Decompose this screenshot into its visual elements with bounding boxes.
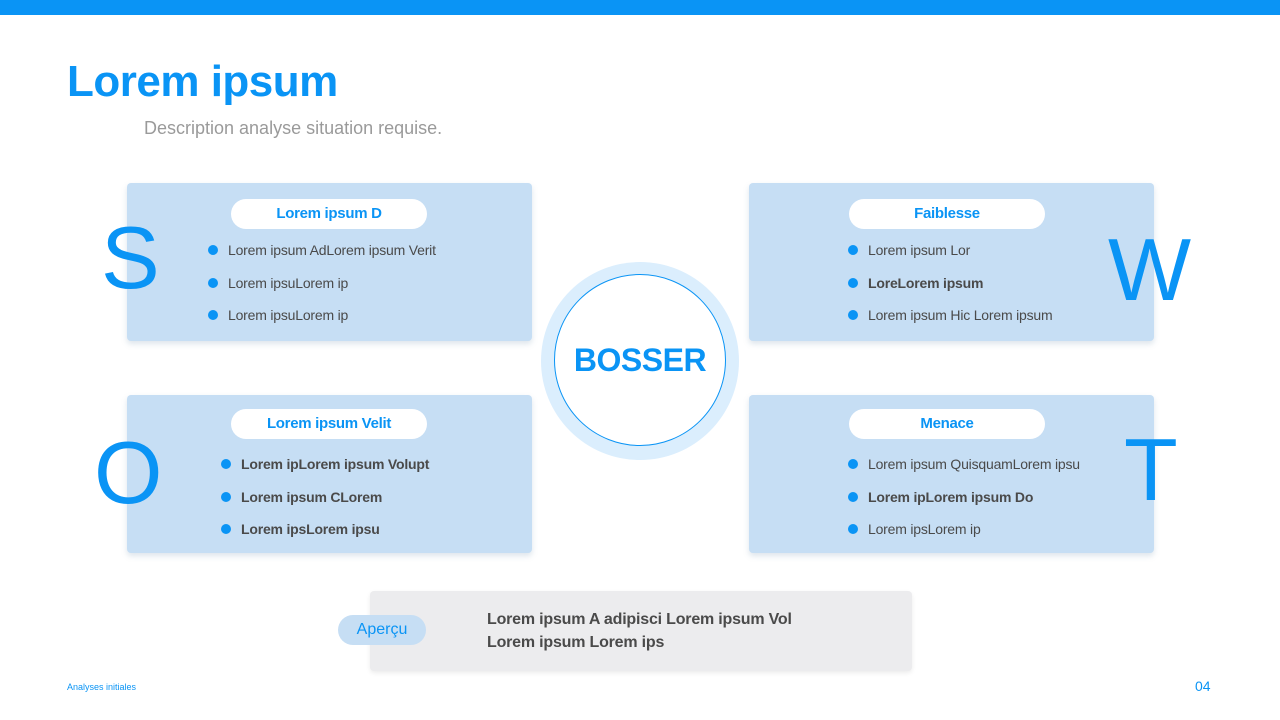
threats-card: Menace Lorem ipsum QuisquamLorem ipsu Lo… — [749, 395, 1154, 553]
weaknesses-list: Lorem ipsum Lor LoreLorem ipsum Lorem ip… — [848, 240, 1053, 338]
bullet-dot-icon — [848, 459, 858, 469]
list-item: Lorem ipLorem ipsum Do — [848, 487, 1080, 520]
list-item: Lorem ipsum QuisquamLorem ipsu — [848, 454, 1080, 487]
opportunities-list: Lorem ipLorem ipsum Volupt Lorem ipsum C… — [221, 454, 429, 552]
bullet-dot-icon — [208, 277, 218, 288]
weaknesses-header: Faiblesse — [849, 199, 1045, 229]
slide-title: Lorem ipsum — [67, 57, 338, 106]
opportunities-letter: O — [94, 423, 163, 522]
strengths-header: Lorem ipsum D — [231, 199, 427, 229]
threats-list: Lorem ipsum QuisquamLorem ipsu Lorem ipL… — [848, 454, 1080, 552]
list-item: Lorem ipLorem ipsum Volupt — [221, 454, 429, 487]
list-item: Lorem ipsum Lor — [848, 240, 1052, 273]
bullet-dot-icon — [208, 310, 218, 320]
opportunities-card: Lorem ipsum Velit Lorem ipLorem ipsum Vo… — [127, 395, 532, 553]
list-item: LoreLorem ipsum — [848, 273, 1052, 306]
footer-section-label: Analyses initiales — [67, 682, 137, 692]
center-label: BOSSER — [573, 342, 707, 378]
list-item: Lorem ipsLorem ip — [848, 519, 1080, 552]
threats-letter: T — [1124, 420, 1178, 519]
list-item: Lorem ipsuLorem ip — [208, 305, 436, 338]
bullet-dot-icon — [848, 310, 858, 320]
bullet-dot-icon — [848, 245, 858, 255]
weaknesses-letter: W — [1108, 220, 1192, 319]
list-item: Lorem ipsLorem ipsu — [221, 519, 429, 552]
strengths-list: Lorem ipsum AdLorem ipsum Verit Lorem ip… — [208, 240, 436, 338]
opportunities-header: Lorem ipsum Velit — [231, 409, 427, 439]
bullet-dot-icon — [848, 491, 858, 502]
overview-tag: Aperçu — [338, 615, 426, 645]
overview-box — [370, 591, 912, 671]
overview-line: Lorem ipsum Lorem ips — [487, 634, 665, 651]
overview-line: Lorem ipsum A adipisci Lorem ipsum Vol — [487, 611, 792, 628]
list-item: Lorem ipsum CLorem — [221, 487, 429, 520]
bullet-dot-icon — [848, 524, 858, 534]
bullet-dot-icon — [221, 491, 231, 502]
bullet-dot-icon — [208, 245, 218, 255]
list-item: Lorem ipsuLorem ip — [208, 273, 436, 306]
list-item: Lorem ipsum Hic Lorem ipsum — [848, 305, 1053, 338]
bullet-dot-icon — [221, 459, 231, 469]
page-number: 04 — [1195, 678, 1211, 694]
slide-subtitle: Description analyse situation requise. — [144, 118, 443, 138]
bullet-dot-icon — [848, 277, 858, 288]
overview-text: Lorem ipsum A adipisci Lorem ipsum Vol L… — [487, 608, 792, 654]
list-item: Lorem ipsum AdLorem ipsum Verit — [208, 240, 436, 273]
strengths-card: Lorem ipsum D Lorem ipsum AdLorem ipsum … — [127, 183, 532, 341]
top-accent-bar — [0, 0, 1280, 15]
threats-header: Menace — [849, 409, 1045, 439]
bullet-dot-icon — [221, 524, 231, 534]
center-circle — [554, 274, 726, 446]
strengths-letter: S — [101, 208, 160, 307]
weaknesses-card: Faiblesse Lorem ipsum Lor LoreLorem ipsu… — [749, 183, 1154, 341]
